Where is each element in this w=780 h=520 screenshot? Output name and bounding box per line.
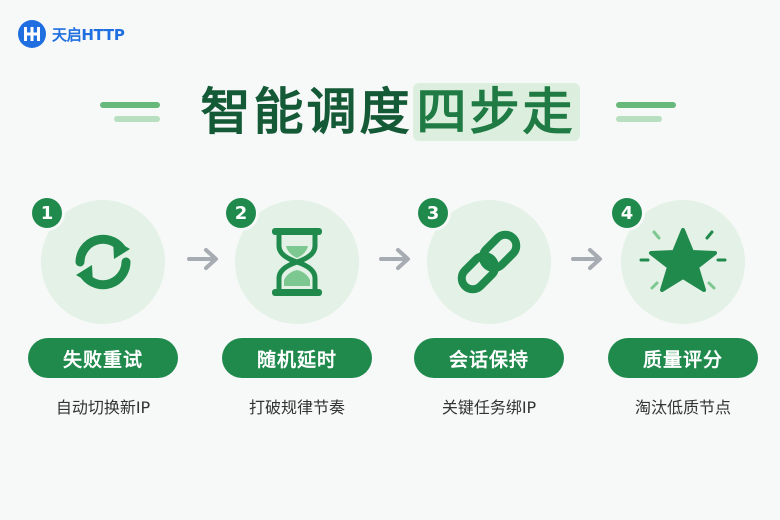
step-4-label: 质量评分 — [608, 338, 758, 378]
step-1-desc: 自动切换新IP — [55, 398, 151, 417]
arrow-right-icon — [186, 246, 222, 276]
step-4-icon-circle — [621, 200, 745, 324]
step-3-label: 会话保持 — [414, 338, 564, 378]
brand-logo: 天启HTTP — [18, 20, 125, 48]
arrow-right-icon — [378, 246, 414, 276]
step-2-label: 随机延时 — [222, 338, 372, 378]
step-2: 2 随机延时 打破规律节奏 — [220, 192, 390, 422]
step-2-number: 2 — [226, 198, 256, 228]
title-part-1: 智能调度 — [200, 83, 413, 141]
page-title: 智能调度四步走 — [0, 82, 780, 142]
step-1-label: 失败重试 — [28, 338, 178, 378]
step-3-icon-circle — [427, 200, 551, 324]
title-decoration-right — [616, 102, 676, 130]
step-2-icon-circle — [235, 200, 359, 324]
step-3-desc: 关键任务绑IP — [441, 398, 537, 417]
step-1-number: 1 — [32, 198, 62, 228]
step-4: 4 质量评分 淘汰低质节点 — [606, 192, 776, 422]
step-4-desc: 淘汰低质节点 — [634, 398, 731, 417]
link-icon — [457, 230, 521, 294]
title-area: 智能调度四步走 — [0, 78, 780, 148]
step-4-number: 4 — [612, 198, 642, 228]
step-2-desc: 打破规律节奏 — [248, 398, 345, 417]
step-3: 3 会话保持 关键任务绑IP — [412, 192, 582, 422]
refresh-icon — [75, 234, 131, 290]
title-decoration-left — [100, 102, 160, 130]
step-1: 1 失败重试 自动切换新IP — [26, 192, 196, 422]
step-3-number: 3 — [418, 198, 448, 228]
brand-name: 天启HTTP — [52, 25, 125, 44]
arrow-right-icon — [570, 246, 606, 276]
brand-logo-icon — [18, 20, 46, 48]
title-part-2: 四步走 — [412, 83, 580, 141]
step-1-icon-circle — [41, 200, 165, 324]
hourglass-icon — [272, 228, 322, 296]
star-icon — [639, 228, 727, 292]
